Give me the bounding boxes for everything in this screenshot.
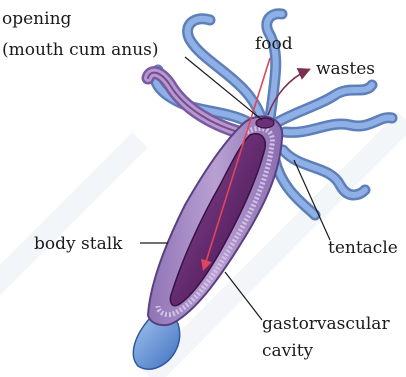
mouth-opening: [256, 118, 274, 128]
label-cavity-line1: gastorvascular: [262, 314, 390, 334]
label-cavity-line2: cavity: [262, 341, 314, 361]
label-body-stalk: body stalk: [34, 234, 123, 254]
label-wastes: wastes: [316, 59, 375, 79]
label-food: food: [255, 34, 293, 54]
label-opening-detail: (mouth cum anus): [2, 40, 159, 60]
label-opening: opening: [2, 9, 72, 29]
cut-tentacle: [148, 73, 238, 132]
label-tentacle: tentacle: [328, 238, 398, 258]
